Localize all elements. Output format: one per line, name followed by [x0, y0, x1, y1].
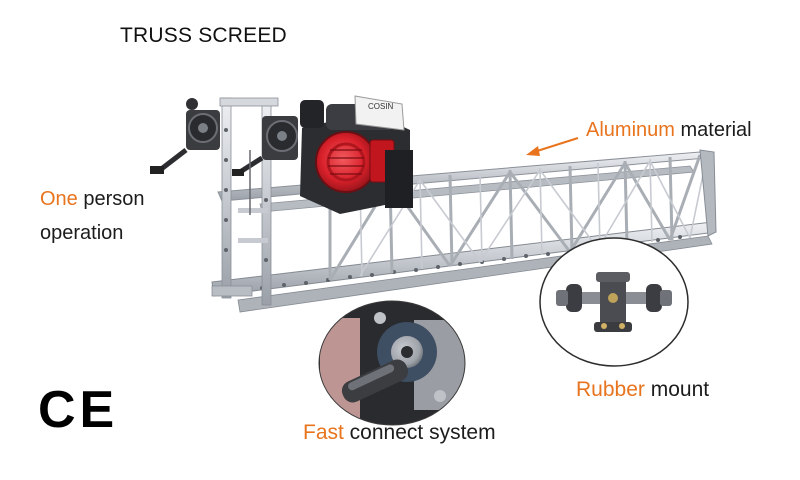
one-line2-text: operation	[40, 222, 124, 244]
engine-brand-label: COSIN	[368, 102, 394, 111]
aluminum-accent-text: Aluminum	[586, 119, 675, 141]
ce-mark: CE	[38, 381, 119, 439]
aluminum-arrow	[526, 137, 579, 156]
rubber-mount-inset	[539, 237, 689, 367]
fast-rest-text: connect system	[343, 421, 496, 444]
aluminum-rest-text: material	[674, 119, 752, 141]
one-rest-text: person	[77, 188, 145, 210]
one-person-operation-callout: One person operation	[40, 182, 145, 250]
one-accent-text: One	[40, 188, 78, 210]
rubber-rest-text: mount	[644, 378, 710, 401]
rubber-mount-callout: Rubber mount	[576, 378, 709, 402]
rubber-accent-text: Rubber	[576, 378, 645, 401]
winch-right	[232, 116, 298, 215]
page-title: TRUSS SCREED	[120, 24, 287, 47]
winch-left	[150, 98, 220, 174]
fast-connect-callout: Fast connect system	[303, 421, 496, 445]
engine: COSIN	[300, 95, 413, 214]
fast-connect-inset	[318, 300, 466, 426]
fast-accent-text: Fast	[303, 421, 344, 444]
aluminum-material-callout: Aluminum material	[586, 119, 752, 142]
frame-posts	[211, 97, 279, 306]
